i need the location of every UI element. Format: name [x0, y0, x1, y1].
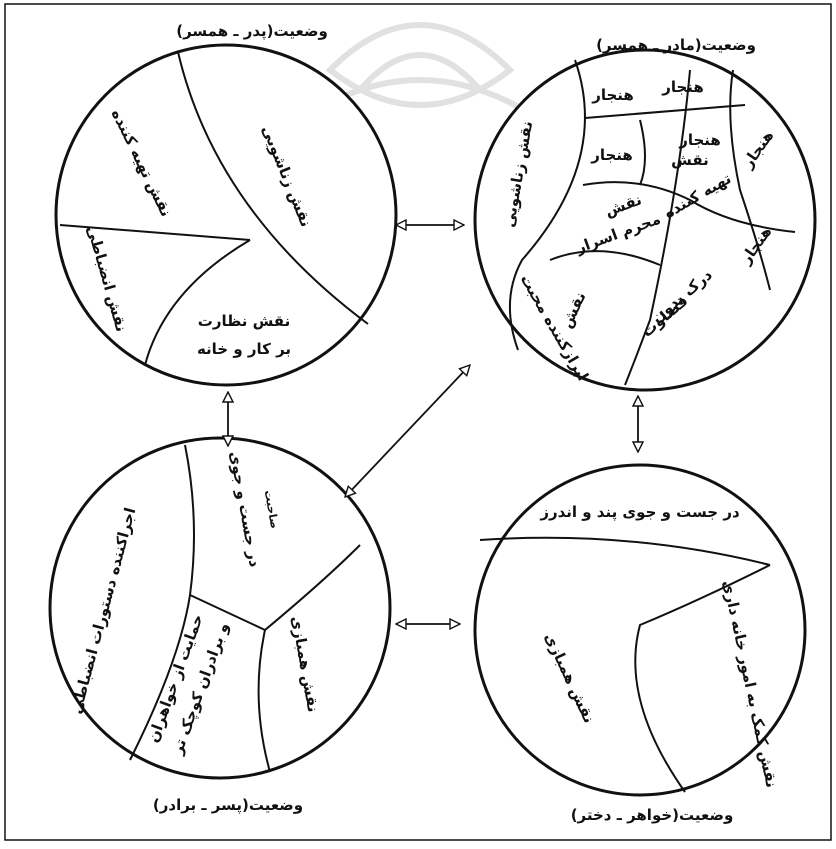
father-divider-1 [177, 51, 369, 325]
mother-title: وضعیت(مادر ـ همسر) [596, 36, 756, 54]
circle-daughter: در جست و جوی پند و اندرز نقش همبازی نقش … [473, 463, 807, 824]
son-divider-4 [257, 629, 271, 773]
mother-norm-b: هنجار [661, 78, 704, 96]
arrow-mother-son [345, 365, 470, 497]
mother-divider-small [639, 119, 646, 186]
mother-divider-right [729, 69, 771, 291]
mother-circle-outline [473, 48, 817, 392]
outer-frame [4, 3, 832, 841]
mother-provider-role-line1: نقش [671, 151, 709, 169]
mother-divider-main [509, 59, 586, 351]
daughter-divider-2 [634, 564, 771, 793]
father-supervision-role-line1: نقش نظارت [198, 312, 290, 330]
circle-mother: وضعیت(مادر ـ همسر) نقش زناشویی هنجار هنج… [473, 36, 817, 392]
daughter-circle-outline [473, 463, 807, 797]
mother-divider-center [624, 69, 691, 386]
daughter-divider-1 [479, 536, 771, 566]
son-title: وضعیت(پسر ـ برادر) [153, 796, 303, 815]
daughter-title: وضعیت(خواهر ـ دختر) [571, 806, 734, 824]
mother-norm-a: هنجار [591, 86, 634, 104]
mother-norm-c: هنجار [678, 131, 721, 149]
father-divider-3 [144, 239, 251, 366]
father-divider-2 [59, 224, 251, 241]
son-divider-3 [264, 544, 361, 631]
mother-divider-norm-row [584, 104, 746, 119]
circle-son: اجراکننده دستورات انضباطی در جست و جوی ص… [48, 436, 392, 815]
mother-divider-lower [549, 250, 661, 266]
son-divider-2 [189, 594, 266, 631]
circle-father: وضعیت(پدر ـ همسر) نقش زناشویی نقش تهیه ک… [54, 22, 398, 387]
father-circle-outline [54, 43, 398, 387]
father-title: وضعیت(پدر ـ همسر) [176, 22, 328, 41]
mother-norm-d: هنجار [590, 146, 633, 164]
father-supervision-role-line2: بر کار و خانه [197, 340, 291, 358]
daughter-advice-role: در جست و جوی پند و اندرز [539, 503, 740, 522]
mother-divider-mid [582, 181, 796, 233]
